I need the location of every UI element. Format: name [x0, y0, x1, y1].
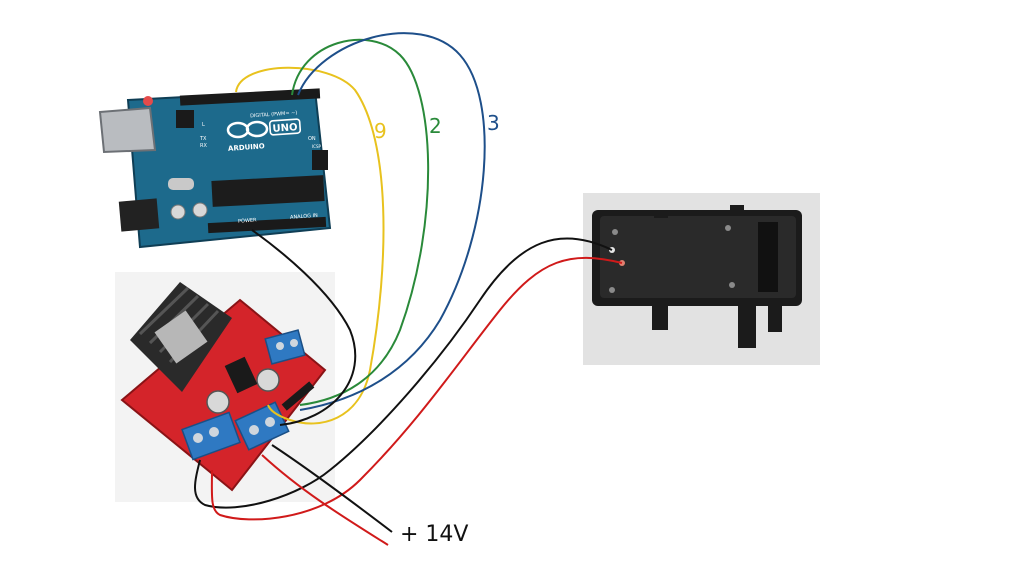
mounting-tab	[738, 302, 756, 348]
uno-label: UNO	[272, 122, 298, 135]
digital-pins-label: DIGITAL (PWM= ~)	[250, 110, 298, 119]
uno-badge	[268, 118, 302, 136]
wire-red-motor	[210, 256, 623, 521]
capacitor	[192, 202, 208, 218]
label-pin-2: 2	[429, 114, 442, 138]
capacitor	[170, 204, 186, 220]
screw	[725, 225, 731, 231]
wire-black-motor	[194, 237, 613, 509]
wire-green-pin2	[291, 38, 430, 406]
label-supply-voltage: + 14V	[400, 522, 468, 547]
capacitor	[256, 368, 280, 392]
power-jack	[118, 198, 160, 232]
l-label: L	[202, 122, 205, 128]
on-label: ON	[308, 136, 316, 142]
capacitor	[206, 390, 230, 414]
mounting-tab	[730, 205, 744, 215]
rx-label: RX	[200, 143, 207, 149]
infinity-logo-right	[245, 120, 269, 138]
tx-label: TX	[199, 136, 207, 142]
wire-black-supply	[271, 444, 393, 533]
mounting-tab	[654, 210, 668, 218]
motor-housing	[592, 205, 802, 348]
arduino-uno-board: UNO ARDUINO DIGITAL (PWM= ~) ANALOG IN P…	[98, 88, 332, 249]
mounting-tab	[768, 302, 782, 332]
arduino-brand-label: ARDUINO	[228, 142, 265, 153]
wire-red-supply	[261, 454, 389, 546]
microcontroller-chip	[211, 175, 325, 207]
wire-yellow-pin9	[235, 66, 385, 425]
driver-ic	[224, 356, 258, 394]
wire-black-arduino-gnd	[251, 229, 357, 426]
screw	[612, 229, 618, 235]
heatsink	[130, 282, 232, 392]
control-header	[281, 381, 315, 411]
label-pin-9: 9	[374, 119, 387, 143]
icsp-label: ICSP	[312, 144, 322, 149]
screw	[729, 282, 735, 288]
crystal	[168, 178, 194, 190]
mounting-tab	[652, 302, 668, 330]
label-pin-3: 3	[487, 111, 500, 135]
icsp-header	[312, 150, 328, 170]
power-analog-header	[207, 216, 327, 234]
screw	[609, 287, 615, 293]
usb-port	[98, 106, 157, 154]
reset-button	[143, 96, 153, 106]
wire-blue-pin3	[297, 32, 486, 411]
terminal-block-motor-a	[264, 329, 306, 365]
usb-chip	[176, 110, 194, 128]
analog-in-label: ANALOG IN	[290, 213, 318, 221]
digital-header	[179, 88, 321, 106]
power-label: POWER	[238, 217, 257, 224]
